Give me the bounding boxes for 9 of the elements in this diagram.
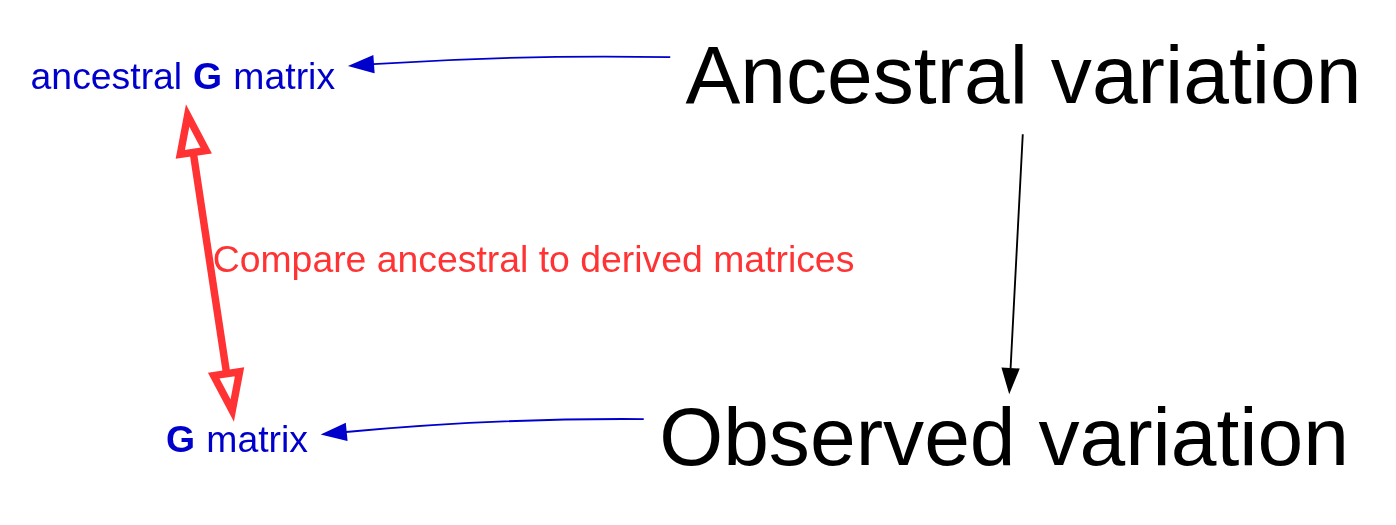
node-text: Observed variation bbox=[659, 390, 1350, 482]
arrow bbox=[175, 103, 245, 422]
arrow bbox=[320, 417, 645, 441]
node-text: ancestral G matrix bbox=[30, 54, 336, 97]
node-text: Ancestral variation bbox=[685, 28, 1362, 120]
node-text: G matrix bbox=[166, 417, 309, 460]
arrow bbox=[347, 54, 672, 73]
edge-label: Compare ancestral to derived matrices bbox=[212, 237, 855, 280]
arrow bbox=[1001, 132, 1024, 394]
